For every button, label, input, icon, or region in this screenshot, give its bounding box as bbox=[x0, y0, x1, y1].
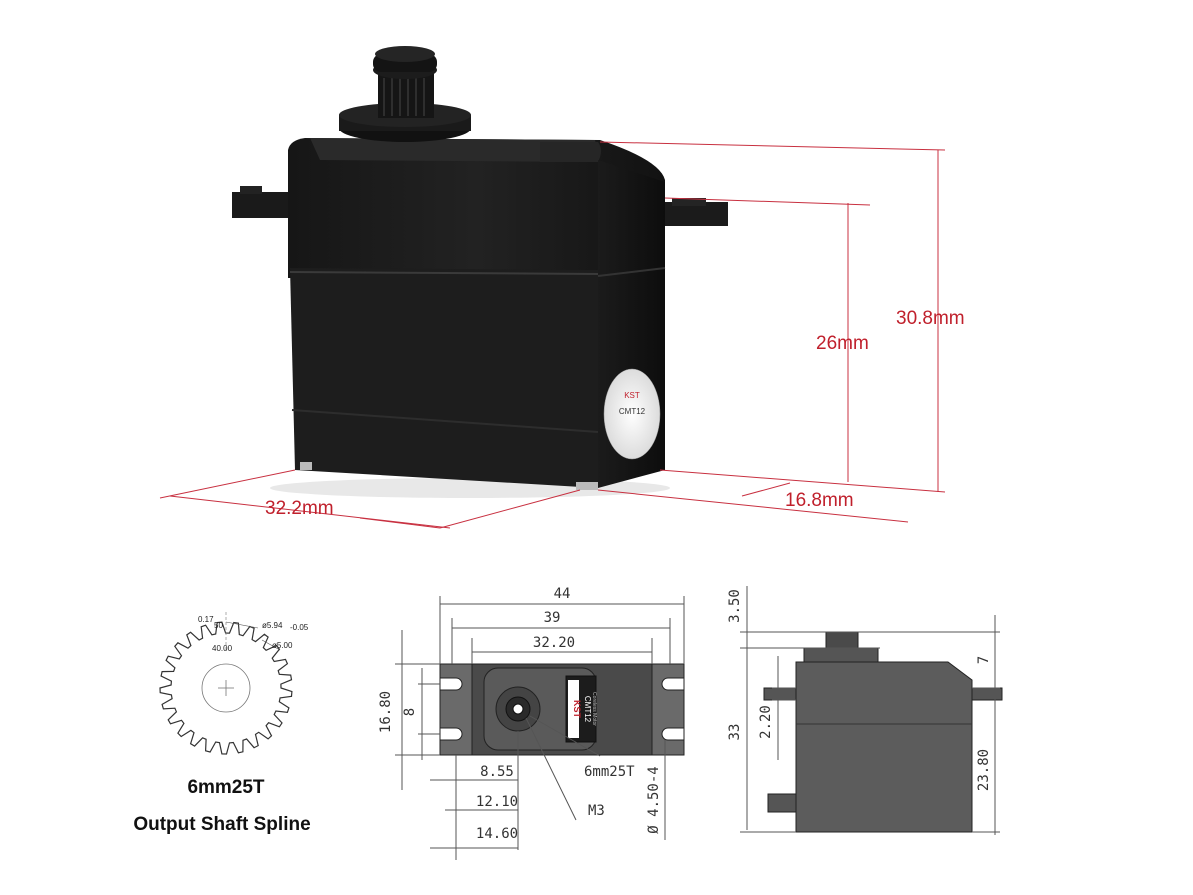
front-label-brand: KST bbox=[572, 700, 582, 719]
front-view-drawing: KST CMT12 Coreless Motor bbox=[439, 663, 685, 756]
sticker-brand: KST bbox=[624, 391, 640, 400]
side-view-dimension-lines bbox=[740, 586, 1000, 835]
side-dim-33: 33 bbox=[727, 724, 743, 741]
front-spline-label: 6mm25T bbox=[584, 764, 635, 780]
spline-caption-title: 6mm25T bbox=[187, 777, 264, 798]
servo-photo: KST CMT12 bbox=[232, 46, 728, 498]
front-dim-39: 39 bbox=[544, 610, 561, 626]
sticker-model: CMT12 bbox=[619, 407, 646, 416]
front-dim-1460: 14.60 bbox=[476, 826, 518, 842]
side-dim-7: 7 bbox=[976, 656, 992, 664]
spline-caption-subtitle: Output Shaft Spline bbox=[133, 814, 310, 835]
dim-body-height-label: 26mm bbox=[816, 333, 869, 354]
dim-total-height-label: 30.8mm bbox=[896, 308, 965, 329]
front-m3-label: M3 bbox=[588, 803, 605, 819]
spline-dim-594: ø5.94 bbox=[262, 621, 283, 630]
photo-dimension-lines bbox=[159, 141, 946, 529]
dim-depth-label: 16.8mm bbox=[785, 490, 854, 511]
front-dim-8: 8 bbox=[402, 708, 418, 716]
front-dim-1210: 12.10 bbox=[476, 794, 518, 810]
front-dim-3220: 32.20 bbox=[533, 635, 575, 651]
front-dim-855: 8.55 bbox=[480, 764, 514, 780]
gear-outline bbox=[159, 621, 293, 755]
front-dim-1680: 16.80 bbox=[378, 691, 394, 733]
spline-gear-drawing bbox=[159, 612, 293, 755]
spline-dim-017: 0.17 bbox=[198, 615, 214, 624]
spline-dim-50: 50 bbox=[214, 621, 223, 630]
spline-dim-594-tol: -0.05 bbox=[290, 623, 309, 632]
side-dim-220: 2.20 bbox=[758, 705, 774, 739]
side-view-drawing bbox=[763, 631, 1003, 833]
spline-dim-500: ø5.00 bbox=[272, 641, 293, 650]
spline-dim-40: 40.00 bbox=[212, 644, 233, 653]
front-dim-44: 44 bbox=[554, 586, 571, 602]
side-dim-2380: 23.80 bbox=[976, 749, 992, 791]
front-view-dimension-lines bbox=[395, 596, 685, 860]
front-label-model: CMT12 bbox=[583, 696, 592, 723]
front-hole-label: Ø 4.50-4 bbox=[646, 766, 662, 833]
dim-width-label: 32.2mm bbox=[265, 498, 334, 519]
side-dim-350: 3.50 bbox=[727, 589, 743, 623]
front-label-sub: Coreless Motor bbox=[591, 692, 597, 726]
